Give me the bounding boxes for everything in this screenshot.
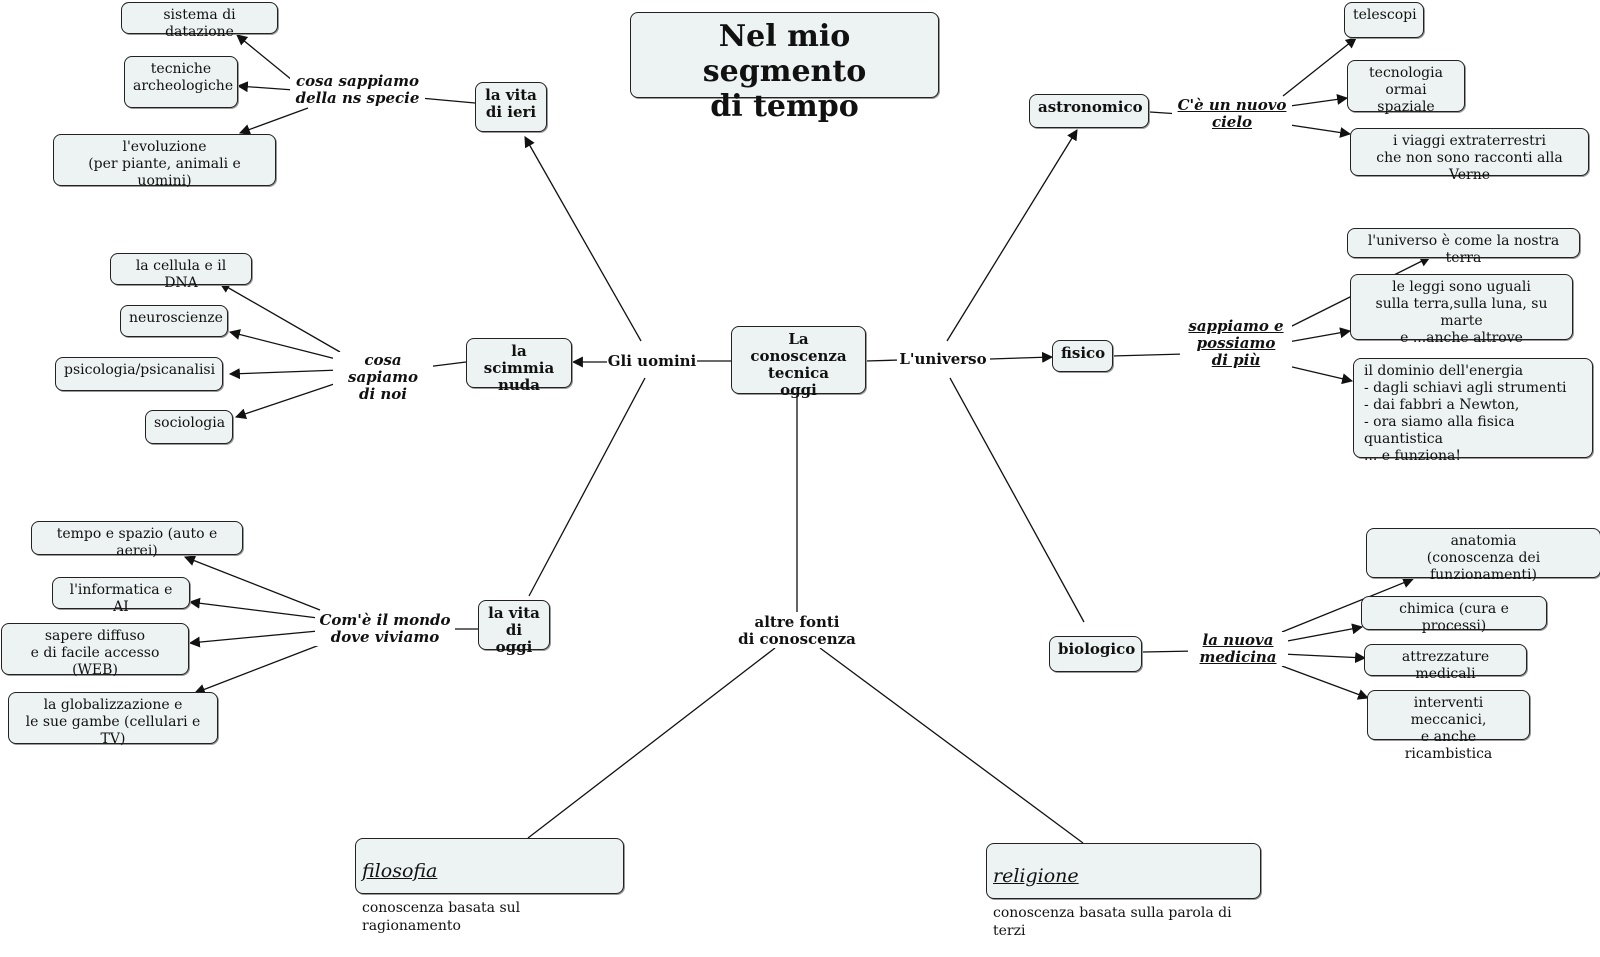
- link-altre-fonti: altre fonti di conoscenza: [725, 614, 869, 648]
- religione-description: conoscenza basata sulla parola di terzi: [993, 905, 1232, 939]
- node-attrezzature: attrezzature medicali: [1364, 644, 1527, 682]
- filosofia-title: filosofia: [362, 860, 438, 882]
- node-telescopi: telescopi: [1344, 2, 1424, 38]
- node-sociologia: sociologia: [145, 410, 233, 444]
- node-viaggi-extraterrestri: i viaggi extraterrestri che non sono rac…: [1350, 128, 1589, 183]
- link-nuovo-cielo: C'è un nuovo cielo: [1172, 97, 1292, 131]
- node-chimica: chimica (cura e processi): [1361, 596, 1547, 634]
- node-anatomia: anatomia (conoscenza dei funzionamenti): [1366, 528, 1600, 583]
- node-fisico: fisico: [1052, 340, 1113, 372]
- node-tempo-spazio: tempo e spazio (auto e aerei): [31, 521, 243, 559]
- filosofia-description: conoscenza basata sul ragionamento: [362, 900, 521, 934]
- node-psicologia: psicologia/psicanalisi: [55, 357, 223, 391]
- link-nuova-medicina: la nuova medicina: [1188, 632, 1288, 666]
- religione-title: religione: [993, 865, 1079, 887]
- node-cellula-dna: la cellula e il DNA: [110, 253, 252, 291]
- link-sappiamo-possiamo: sappiamo e possiamo di più: [1180, 318, 1292, 369]
- central-concept: La conoscenza tecnica oggi: [731, 326, 866, 399]
- node-interventi: interventi meccanici, e anche ricambisti…: [1367, 690, 1530, 762]
- node-astronomico: astronomico: [1029, 94, 1149, 128]
- link-cosa-sapiamo-noi: cosa sapiamo di noi: [333, 352, 433, 403]
- node-leggi-uguali: le leggi sono uguali sulla terra,sulla l…: [1350, 274, 1573, 346]
- link-cosa-sappiamo-specie: cosa sappiamo della ns specie: [290, 73, 425, 107]
- node-sistema-datazione: sistema di datazione: [121, 2, 278, 40]
- link-come-mondo: Com'è il mondo dove viviamo: [315, 612, 455, 646]
- node-vita-oggi: la vita di oggi: [478, 600, 550, 656]
- node-scimmia-nuda: la scimmia nuda: [466, 338, 572, 394]
- connector-lines: [183, 34, 1431, 844]
- link-gli-uomini: Gli uomini: [607, 352, 697, 370]
- node-universo-terra: l'universo è come la nostra terra: [1347, 228, 1580, 266]
- node-vita-ieri: la vita di ieri: [475, 82, 547, 132]
- node-evoluzione: l'evoluzione (per piante, animali e uomi…: [53, 134, 276, 189]
- node-tecnologia-spaziale: tecnologia ormai spaziale: [1347, 60, 1465, 115]
- node-dominio-energia: il dominio dell'energia - dagli schiavi …: [1353, 358, 1593, 464]
- node-biologico: biologico: [1049, 636, 1142, 672]
- map-title: Nel mio segmento di tempo: [630, 12, 939, 124]
- node-tecniche-archeologiche: tecniche archeologiche: [124, 56, 238, 108]
- node-informatica: l'informatica e AI: [52, 577, 190, 615]
- node-sapere-diffuso: sapere diffuso e di facile accesso (WEB): [1, 623, 189, 678]
- node-globalizzazione: la globalizzazione e le sue gambe (cellu…: [8, 692, 218, 747]
- link-universo: L'universo: [897, 351, 989, 368]
- node-religione: religione conoscenza basata sulla parola…: [986, 843, 1261, 939]
- node-filosofia: filosofia conoscenza basata sul ragionam…: [355, 838, 624, 934]
- node-neuroscienze: neuroscienze: [120, 305, 228, 337]
